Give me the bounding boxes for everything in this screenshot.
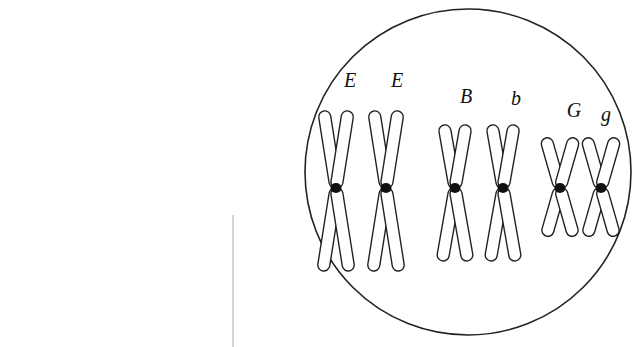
chromatid-arm <box>330 110 354 189</box>
chromatid-arm <box>554 136 580 189</box>
allele-label: b <box>511 88 521 108</box>
chromatid-arm <box>554 186 579 237</box>
chromatid-arm <box>497 124 520 189</box>
centromere <box>381 183 392 193</box>
chromosome-group <box>317 110 621 272</box>
faint-line <box>232 215 234 347</box>
chromosome <box>367 110 405 272</box>
centromere <box>555 183 566 193</box>
centromere <box>331 183 342 193</box>
chromosome <box>581 136 621 237</box>
allele-label: B <box>460 86 472 106</box>
chromatid-arm <box>449 124 472 189</box>
chromatid-arm <box>497 187 522 262</box>
chromatid-arm <box>380 187 405 272</box>
centromere <box>498 183 509 193</box>
chromosome <box>317 110 355 272</box>
chromatid-arm <box>380 110 404 189</box>
chromatid-arm <box>449 187 474 262</box>
chromosome <box>540 136 580 237</box>
chromatid-arm <box>595 136 621 189</box>
chromatid-arm <box>330 187 355 272</box>
allele-label: G <box>567 100 581 120</box>
chromosome <box>436 124 474 262</box>
centromere <box>450 183 461 193</box>
chromatid-arm <box>595 186 620 237</box>
allele-label: E <box>344 70 356 90</box>
allele-label: E <box>391 70 403 90</box>
cell-outline <box>305 9 631 335</box>
allele-label: g <box>601 104 611 124</box>
chromosome <box>484 124 522 262</box>
centromere <box>596 183 607 193</box>
